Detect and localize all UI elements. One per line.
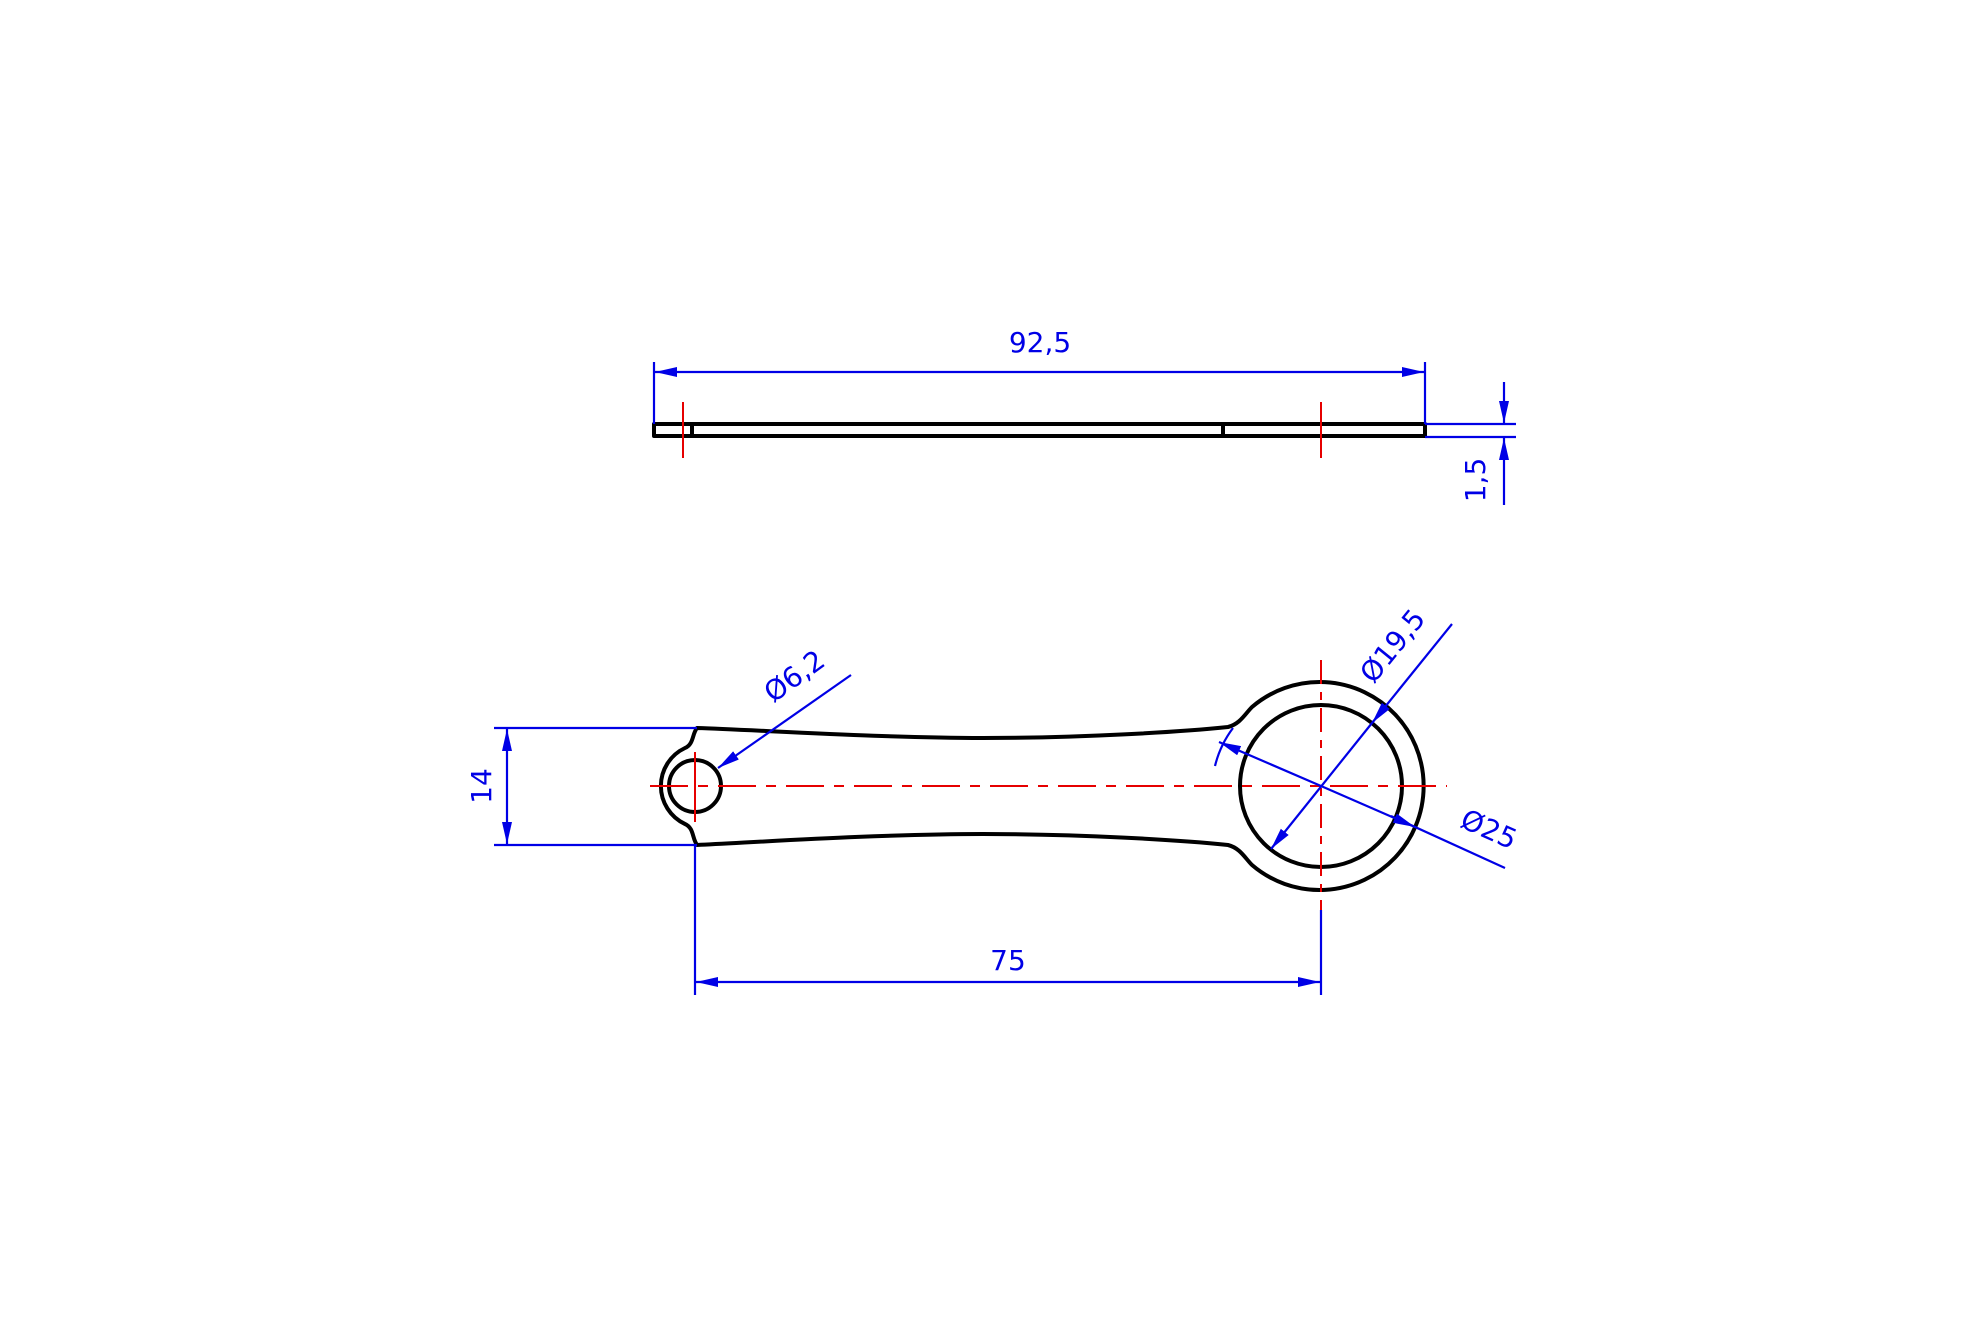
dimension-text-center-distance: 75 [990,944,1026,977]
leader-line [717,674,852,769]
diameter-line-upper [1218,740,1322,788]
dimension-thickness: 1,5 [1425,382,1516,505]
dimension-center-distance: 75 [693,845,1323,995]
dimension-text-bore: Ø19,5 [1353,603,1432,689]
leader-line [1371,623,1453,724]
dimension-text-boss: Ø25 [1456,803,1522,857]
dimension-boss-diameter: Ø25 [1213,727,1522,870]
diameter-line-lower [1320,784,1416,829]
dimension-small-hole-diameter: Ø6,2 [717,643,852,769]
dimension-overall-length: 92,5 [652,326,1427,424]
part-outline [658,680,1426,892]
dimension-text-width: 14 [465,768,498,804]
dimension-text-small-hole: Ø6,2 [758,643,831,709]
side-view-outline [652,422,1427,438]
dimension-width: 14 [465,726,697,847]
side-view: 92,5 1,5 [652,326,1516,505]
dimension-text-overall-length: 92,5 [1009,326,1071,359]
dimension-text-thickness: 1,5 [1459,458,1492,503]
dimension-bore-diameter: Ø19,5 [1270,603,1453,850]
top-view: 14 Ø6,2 75 Ø19,5 Ø25 [465,603,1522,995]
